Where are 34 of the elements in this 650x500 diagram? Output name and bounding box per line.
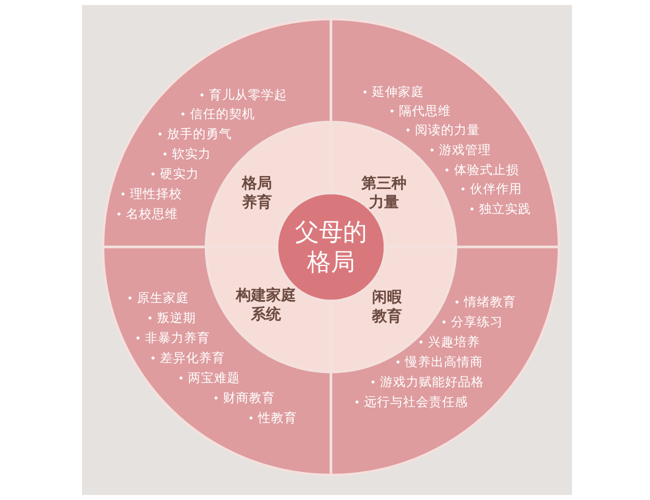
list-item: 硬实力 [151, 166, 199, 181]
list-item: 理性择校 [121, 186, 182, 201]
list-item: 名校思维 [117, 206, 178, 221]
outer-ring-sector [331, 247, 559, 475]
sector-title: 格局养育 [240, 174, 273, 212]
list-item: 兴趣培养 [419, 334, 480, 349]
list-item: 游戏管理 [430, 142, 491, 157]
list-item: 育儿从零学起 [200, 87, 287, 102]
list-item: 原生家庭 [128, 290, 189, 305]
list-item: 慢养出高情商 [396, 354, 483, 369]
list-item: 阅读的力量 [406, 122, 480, 137]
list-item: 非暴力养育 [136, 330, 210, 345]
list-item: 独立实践 [470, 201, 531, 216]
list-item: 财商教育 [214, 390, 275, 405]
list-item: 差异化养育 [151, 350, 225, 365]
outer-ring-sector [103, 247, 331, 475]
list-item: 叛逆期 [148, 310, 196, 325]
list-item: 体验式止损 [445, 162, 519, 177]
list-item: 隔代思维 [390, 103, 451, 118]
list-item: 远行与社会责任感 [355, 394, 468, 409]
list-item: 性教育 [249, 410, 297, 425]
list-item: 两宝难题 [179, 370, 240, 385]
sector-title: 构建家庭系统 [234, 286, 297, 324]
list-item: 游戏力赋能好品格 [371, 374, 484, 389]
list-item: 情绪教育 [455, 294, 516, 309]
list-item: 信任的契机 [181, 106, 255, 121]
list-item: 软实力 [163, 146, 211, 161]
list-item: 延伸家庭 [363, 84, 424, 99]
list-item: 分享练习 [442, 314, 503, 329]
sector-title: 闲暇教育 [370, 288, 403, 326]
sector-title: 第三种力量 [360, 174, 408, 212]
center-title: 父母的格局 [294, 217, 368, 277]
list-item: 伙伴作用 [461, 181, 522, 196]
list-item: 放手的勇气 [158, 126, 232, 141]
